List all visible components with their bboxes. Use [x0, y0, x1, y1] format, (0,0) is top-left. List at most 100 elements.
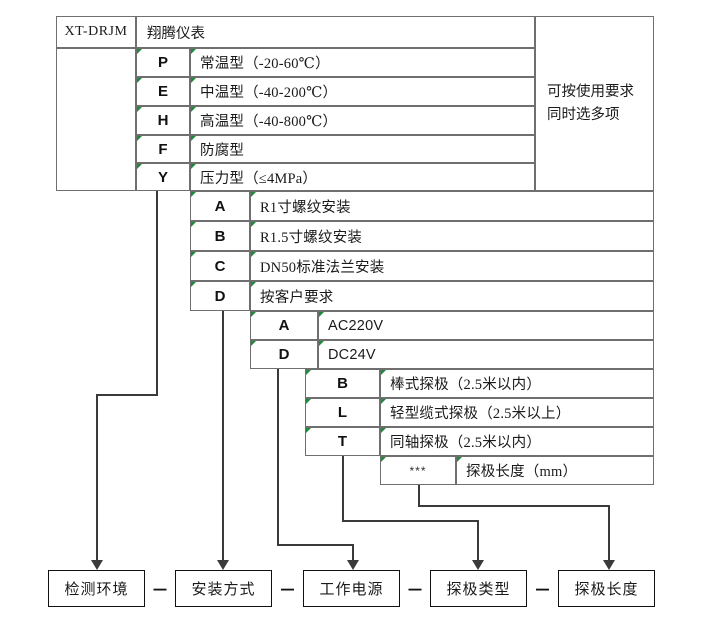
- desc-text: R1.5寸螺纹安装: [260, 229, 363, 246]
- result-box-detection-environment[interactable]: 检测环境: [48, 570, 145, 607]
- row-code-p: P: [136, 48, 190, 77]
- connector-3-segment-down: [277, 369, 279, 546]
- row-desc-power-a: AC220V: [318, 311, 654, 340]
- row-code-install-c: C: [190, 251, 250, 281]
- connector-3-arrowhead: [347, 560, 359, 570]
- row-desc-install-d: 按客户要求: [250, 281, 654, 311]
- connector-2-segment-down: [222, 311, 224, 564]
- row-desc-power-d: DC24V: [318, 340, 654, 369]
- row-code-install-d: D: [190, 281, 250, 311]
- row-code-install-b: B: [190, 221, 250, 251]
- desc-text: R1寸螺纹安装: [260, 199, 351, 216]
- left-spacer-column: [56, 48, 136, 191]
- row-code-probe-t: T: [305, 427, 380, 456]
- connector-1-segment-left: [96, 394, 158, 396]
- separator-1: －: [145, 570, 175, 607]
- code-text: ***: [409, 463, 427, 478]
- brand-text: 翔腾仪表: [147, 25, 205, 42]
- desc-text: 按客户要求: [260, 289, 334, 306]
- code-text: P: [157, 54, 168, 71]
- code-text: F: [158, 140, 168, 158]
- code-text: A: [278, 317, 290, 334]
- row-code-power-a: A: [250, 311, 318, 340]
- code-text: B: [214, 227, 226, 245]
- connector-1-segment-drop: [96, 394, 98, 564]
- brand-cell: 翔腾仪表: [136, 16, 535, 48]
- code-text: H: [157, 112, 169, 129]
- connector-2-arrowhead: [217, 560, 229, 570]
- row-desc-f: 防腐型: [190, 135, 535, 163]
- result-box-probe-type[interactable]: 探极类型: [430, 570, 527, 607]
- desc-text: 同轴探极（2.5米以内）: [390, 435, 542, 451]
- code-text: A: [214, 197, 226, 215]
- separator-text: －: [151, 581, 169, 600]
- connector-4-segment-right: [342, 520, 479, 522]
- desc-text: 防腐型: [200, 142, 245, 159]
- connector-5-segment-down: [418, 485, 420, 507]
- row-desc-install-c: DN50标准法兰安装: [250, 251, 654, 281]
- connector-5-segment-right: [418, 505, 610, 507]
- desc-text: DC24V: [328, 346, 376, 363]
- row-desc-probe-length: 探极长度（mm）: [456, 456, 654, 485]
- connector-1-segment-down: [156, 191, 158, 395]
- row-code-f: F: [136, 135, 190, 163]
- row-desc-probe-l: 轻型缆式探极（2.5米以上）: [380, 398, 654, 427]
- desc-text: 常温型（-20-60℃）: [200, 56, 330, 72]
- desc-text: 中温型（-40-200℃）: [200, 85, 338, 101]
- separator-3: －: [400, 570, 430, 607]
- model-code-text: XT-DRJM: [64, 24, 128, 39]
- separator-text: －: [534, 581, 551, 600]
- row-code-y: Y: [136, 163, 190, 191]
- result-box-installation-method[interactable]: 安装方式: [175, 570, 272, 607]
- code-text: D: [278, 346, 290, 363]
- code-text: T: [337, 433, 348, 450]
- row-code-e: E: [136, 77, 190, 106]
- code-text: D: [214, 287, 226, 305]
- desc-text: 棒式探极（2.5米以内）: [390, 377, 542, 393]
- connector-4-arrowhead: [472, 560, 484, 570]
- row-code-probe-l: L: [305, 398, 380, 427]
- code-text: Y: [157, 168, 168, 186]
- row-desc-install-b: R1.5寸螺纹安装: [250, 221, 654, 251]
- row-desc-probe-t: 同轴探极（2.5米以内）: [380, 427, 654, 456]
- result-label: 探极类型: [446, 582, 511, 598]
- desc-text: 压力型（≤4MPa）: [200, 170, 318, 187]
- result-label: 检测环境: [64, 582, 129, 598]
- connector-3-segment-drop: [352, 544, 354, 564]
- row-code-probe-b: B: [305, 369, 380, 398]
- row-code-power-d: D: [250, 340, 318, 369]
- result-label: 探极长度: [574, 582, 639, 598]
- desc-text: 探极长度（mm）: [466, 464, 578, 480]
- connector-3-segment-right: [277, 544, 353, 546]
- row-code-probe-length: ***: [380, 456, 456, 485]
- row-desc-y: 压力型（≤4MPa）: [190, 163, 535, 191]
- connector-5-arrowhead: [603, 560, 615, 570]
- desc-text: 轻型缆式探极（2.5米以上）: [390, 406, 571, 422]
- note-cell: 可按使用要求同时选多项: [535, 16, 654, 191]
- result-label: 工作电源: [319, 582, 384, 598]
- row-desc-e: 中温型（-40-200℃）: [190, 77, 535, 106]
- row-desc-h: 高温型（-40-800℃）: [190, 106, 535, 135]
- row-desc-p: 常温型（-20-60℃）: [190, 48, 535, 77]
- code-text: L: [337, 404, 348, 421]
- code-text: E: [157, 83, 168, 100]
- connector-4-segment-drop: [477, 520, 479, 564]
- row-desc-probe-b: 棒式探极（2.5米以内）: [380, 369, 654, 398]
- note-text: 可按使用要求同时选多项: [547, 83, 634, 123]
- connector-5-segment-drop: [608, 505, 610, 564]
- row-desc-install-a: R1寸螺纹安装: [250, 191, 654, 221]
- result-box-probe-length[interactable]: 探极长度: [558, 570, 655, 607]
- code-text: C: [214, 257, 226, 275]
- desc-text: DN50标准法兰安装: [260, 259, 385, 276]
- connector-1-arrowhead: [91, 560, 103, 570]
- result-box-working-power[interactable]: 工作电源: [303, 570, 400, 607]
- separator-text: －: [279, 581, 296, 600]
- separator-2: －: [272, 570, 303, 607]
- separator-4: －: [527, 570, 558, 607]
- result-label: 安装方式: [191, 582, 256, 598]
- connector-4-segment-down: [342, 456, 344, 522]
- code-text: B: [337, 375, 348, 392]
- row-code-install-a: A: [190, 191, 250, 221]
- desc-text: 高温型（-40-800℃）: [200, 114, 338, 130]
